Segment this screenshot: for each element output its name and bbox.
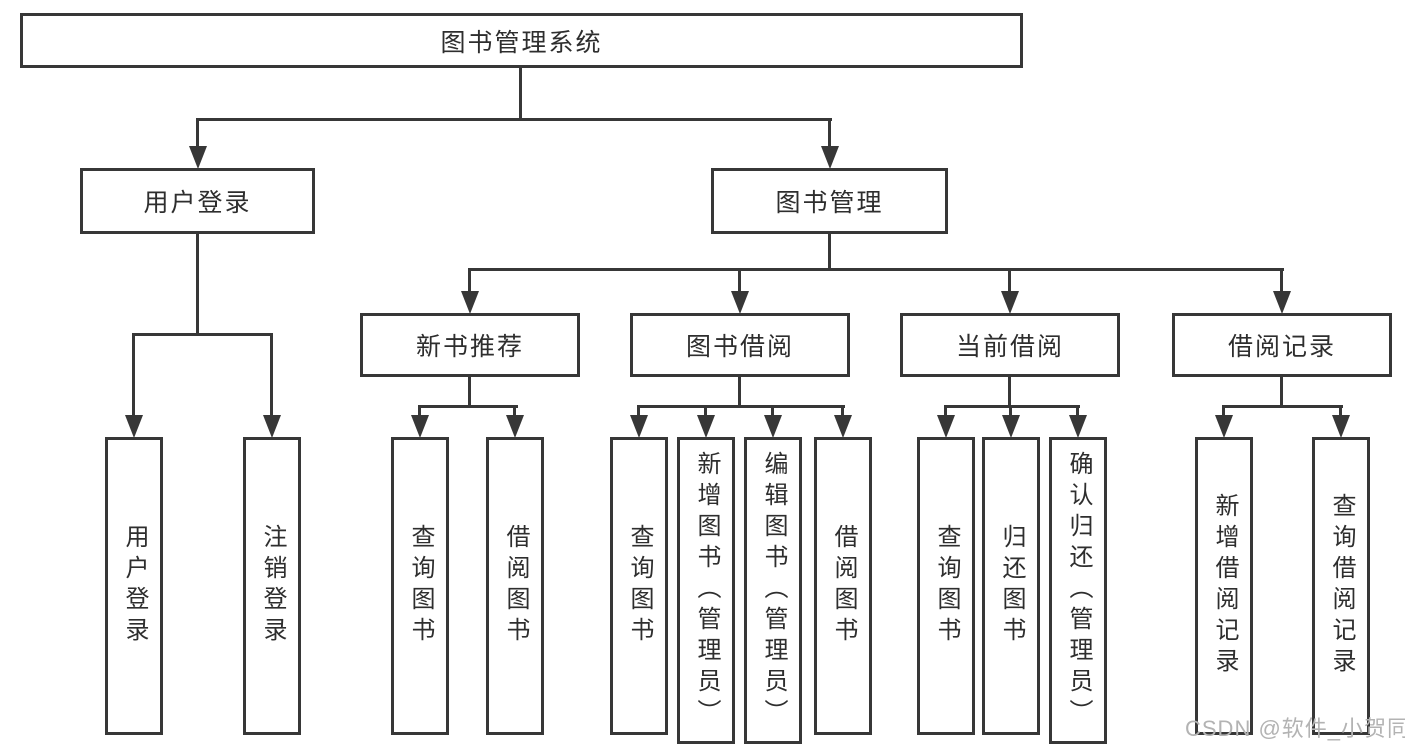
- node-current-borrow-label: 当前借阅: [955, 333, 1064, 361]
- node-leaf-borrow-book-1-label: 借阅图书: [502, 524, 529, 648]
- connector-line: [1339, 405, 1342, 418]
- arrow-down-icon: [697, 415, 715, 438]
- connector-line: [771, 405, 774, 418]
- connector-line: [468, 268, 471, 294]
- connector-line: [513, 405, 516, 418]
- connector-line: [637, 405, 640, 418]
- connector-line: [1280, 268, 1283, 294]
- connector-line: [738, 268, 741, 294]
- node-leaf-user-login-label: 用户登录: [121, 524, 148, 648]
- connector-line: [1008, 377, 1011, 407]
- node-new-book-rec: 新书推荐: [360, 313, 580, 377]
- node-leaf-borrow-book-2: 借阅图书: [814, 437, 872, 735]
- arrow-down-icon: [834, 415, 852, 438]
- connector-line: [828, 118, 831, 150]
- connector-line: [196, 118, 832, 121]
- node-leaf-query-book-2-label: 查询图书: [626, 524, 653, 648]
- connector-line: [132, 333, 135, 417]
- arrow-down-icon: [506, 415, 524, 438]
- connector-line: [828, 234, 831, 270]
- node-leaf-borrow-book-2-label: 借阅图书: [830, 524, 857, 648]
- connector-line: [944, 405, 947, 418]
- connector-line: [841, 405, 844, 418]
- arrow-down-icon: [1273, 291, 1291, 314]
- node-leaf-confirm-return-label: 确认归还（管理员）: [1065, 451, 1092, 730]
- node-leaf-logout: 注销登录: [243, 437, 301, 735]
- connector-line: [704, 405, 707, 418]
- arrow-down-icon: [1215, 415, 1233, 438]
- connector-line: [196, 118, 199, 150]
- connector-line: [637, 405, 845, 408]
- arrow-down-icon: [263, 415, 281, 438]
- node-leaf-add-record: 新增借阅记录: [1195, 437, 1253, 735]
- node-leaf-add-book-label: 新增图书（管理员）: [693, 451, 720, 730]
- node-current-borrow: 当前借阅: [900, 313, 1120, 377]
- node-book-mgmt-label: 图书管理: [775, 189, 884, 217]
- arrow-down-icon: [1069, 415, 1087, 438]
- arrow-down-icon: [630, 415, 648, 438]
- node-leaf-confirm-return: 确认归还（管理员）: [1049, 437, 1107, 744]
- connector-line: [196, 234, 199, 335]
- connector-line: [1076, 405, 1079, 418]
- node-leaf-query-record: 查询借阅记录: [1312, 437, 1370, 735]
- arrow-down-icon: [189, 146, 207, 169]
- node-leaf-query-book-1: 查询图书: [391, 437, 449, 735]
- node-leaf-add-record-label: 新增借阅记录: [1211, 493, 1238, 679]
- connector-line: [1222, 405, 1225, 418]
- node-leaf-logout-label: 注销登录: [259, 524, 286, 648]
- node-root-label: 图书管理系统: [440, 28, 603, 57]
- node-leaf-query-record-label: 查询借阅记录: [1328, 493, 1355, 679]
- arrow-down-icon: [1332, 415, 1350, 438]
- node-leaf-query-book-3: 查询图书: [917, 437, 975, 735]
- node-leaf-edit-book-label: 编辑图书（管理员）: [760, 451, 787, 730]
- node-leaf-edit-book: 编辑图书（管理员）: [744, 437, 802, 744]
- node-book-mgmt: 图书管理: [711, 168, 948, 234]
- node-new-book-rec-label: 新书推荐: [415, 333, 524, 361]
- connector-line: [418, 405, 421, 418]
- node-borrow-records: 借阅记录: [1172, 313, 1392, 377]
- node-leaf-return-book: 归还图书: [982, 437, 1040, 735]
- node-leaf-add-book: 新增图书（管理员）: [677, 437, 735, 744]
- node-leaf-query-book-3-label: 查询图书: [933, 524, 960, 648]
- connector-line: [738, 377, 741, 407]
- node-user-login: 用户登录: [80, 168, 315, 234]
- connector-line: [1009, 405, 1012, 418]
- connector-line: [468, 377, 471, 407]
- node-root: 图书管理系统: [20, 13, 1023, 68]
- node-leaf-return-book-label: 归还图书: [998, 524, 1025, 648]
- arrow-down-icon: [461, 291, 479, 314]
- node-user-login-label: 用户登录: [143, 189, 252, 217]
- node-leaf-user-login: 用户登录: [105, 437, 163, 735]
- connector-line: [1222, 405, 1343, 408]
- node-leaf-query-book-2: 查询图书: [610, 437, 668, 735]
- node-borrow-records-label: 借阅记录: [1227, 333, 1336, 361]
- arrow-down-icon: [1002, 415, 1020, 438]
- arrow-down-icon: [411, 415, 429, 438]
- arrow-down-icon: [821, 146, 839, 169]
- node-leaf-query-book-1-label: 查询图书: [407, 524, 434, 648]
- csdn-watermark: CSDN @软件_小贺同学: [1185, 716, 1405, 741]
- connector-line: [418, 405, 518, 408]
- connector-line: [132, 333, 273, 336]
- arrow-down-icon: [731, 291, 749, 314]
- connector-line: [1008, 268, 1011, 294]
- node-book-borrow-label: 图书借阅: [685, 333, 794, 361]
- arrow-down-icon: [1001, 291, 1019, 314]
- arrow-down-icon: [937, 415, 955, 438]
- connector-line: [270, 333, 273, 417]
- node-leaf-borrow-book-1: 借阅图书: [486, 437, 544, 735]
- arrow-down-icon: [764, 415, 782, 438]
- connector-line: [519, 68, 522, 121]
- arrow-down-icon: [125, 415, 143, 438]
- connector-line: [1280, 377, 1283, 407]
- connector-line: [468, 268, 1284, 271]
- node-book-borrow: 图书借阅: [630, 313, 850, 377]
- connector-line: [944, 405, 1080, 408]
